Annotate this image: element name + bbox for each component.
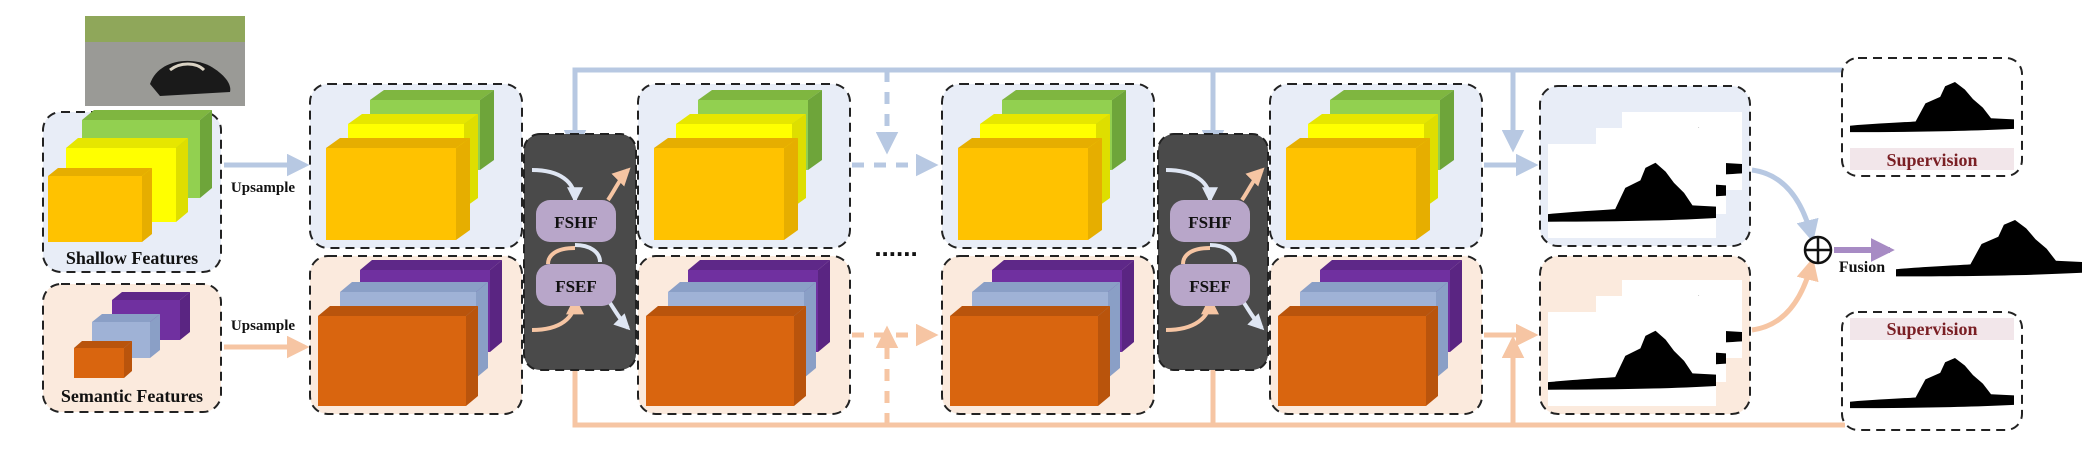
fsef-label-2: FSEF [1189,277,1231,296]
shallow-features-label: Shallow Features [66,248,198,268]
stage3-shallow-block [941,83,1155,249]
stage4-semantic-block [1269,255,1483,415]
fused-saliency-map [1896,202,2082,292]
stage1-shallow-block [309,83,523,249]
fshf-label-1: FSHF [554,213,597,232]
fshf-label-2: FSHF [1188,213,1231,232]
stage3-semantic-block [941,255,1155,415]
stage-connectors [852,153,939,347]
stage4-shallow-block [1269,83,1483,249]
fusion-label: Fusion [1839,259,1885,276]
fusion-module-1: FSHF FSEF [523,133,637,371]
ellipsis-dots: ...... [874,232,917,262]
supervision-top-label: Supervision [1886,150,1977,170]
prediction-top-panel [1539,85,1751,247]
upsample-bottom-label: Upsample [231,318,296,334]
fsef-label-1: FSEF [555,277,597,296]
fusion-module-2: FSHF FSEF [1157,133,1269,371]
to-fusion-bottom-arrow [1751,257,1819,333]
shallow-features-panel: Shallow Features [42,110,222,273]
oplus-icon [1803,235,1833,265]
upsample-top-label: Upsample [231,180,296,196]
supervision-bottom: Supervision [1841,311,2023,431]
input-photo [85,16,245,106]
supervision-top: Supervision [1841,57,2023,177]
semantic-features-panel: Semantic Features [42,283,222,413]
stage1-semantic-block [309,255,523,415]
stage2-shallow-block [637,83,851,249]
semantic-features-label: Semantic Features [61,386,203,406]
prediction-bottom-panel [1539,255,1751,415]
stage2-semantic-block [637,255,851,415]
supervision-bottom-label: Supervision [1886,319,1977,339]
to-fusion-top-arrow [1751,167,1819,243]
upsample-arrows: Upsample Upsample [224,153,310,359]
